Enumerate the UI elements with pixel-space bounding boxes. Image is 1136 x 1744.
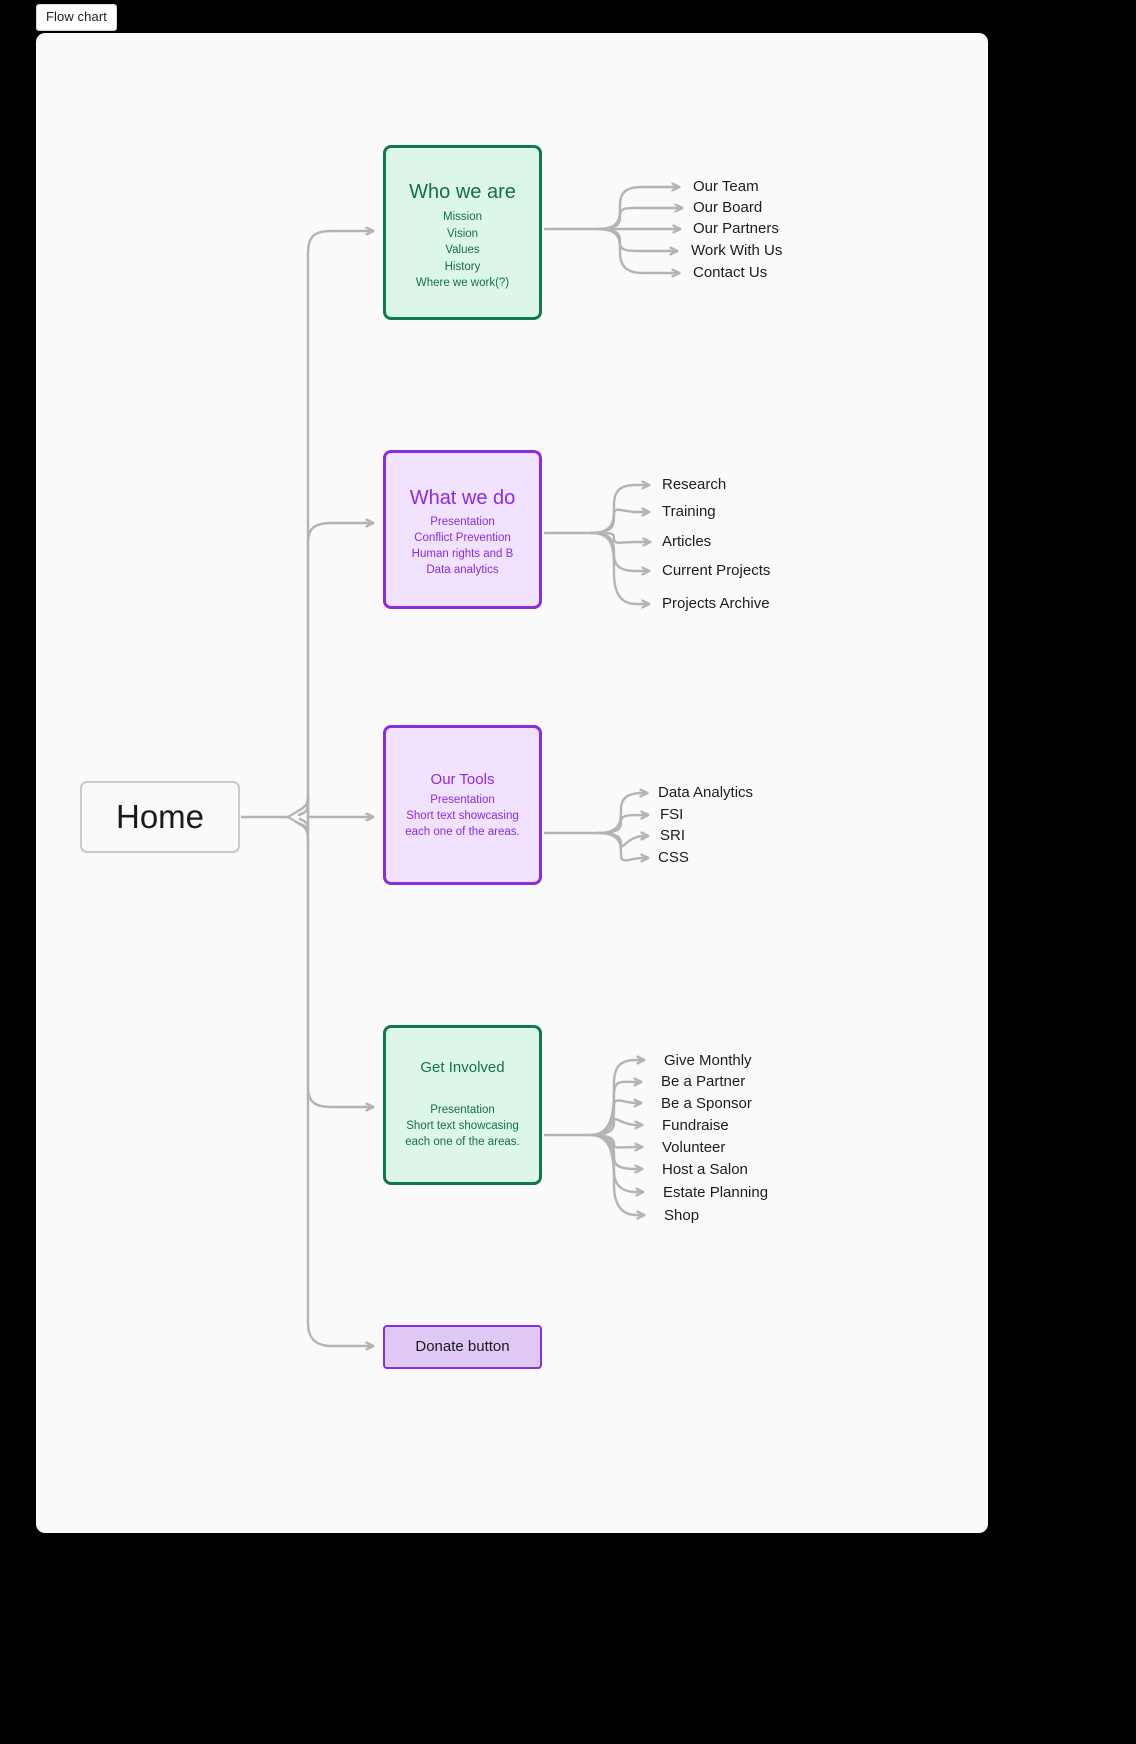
leaf-training[interactable]: Training [662, 503, 716, 520]
leaf-fsi[interactable]: FSI [660, 806, 684, 823]
node-donate-button-label: Donate button [415, 1338, 510, 1355]
node-what-we-do-line-2: Conflict Prevention [414, 532, 511, 544]
leaf-estate-planning[interactable]: Estate Planning [663, 1184, 769, 1201]
node-our-tools-line-2: Short text showcasing [406, 810, 519, 822]
leaf-give-monthly[interactable]: Give Monthly [664, 1052, 752, 1069]
node-home[interactable]: Home [80, 781, 240, 853]
node-get-involved-line-3: each one of the areas. [405, 1136, 520, 1148]
leaf-research[interactable]: Research [662, 476, 727, 493]
leaf-our-partners[interactable]: Our Partners [693, 220, 779, 237]
leaf-volunteer[interactable]: Volunteer [662, 1139, 726, 1156]
leaf-our-board[interactable]: Our Board [693, 199, 763, 216]
node-what-we-do-line-4: Data analytics [426, 564, 499, 576]
node-what-we-do-line-3: Human rights and B [411, 548, 514, 560]
node-who-we-are-title: Who we are [409, 181, 516, 204]
node-get-involved-line-1: Presentation [430, 1104, 495, 1116]
node-donate-button[interactable]: Donate button [383, 1325, 542, 1369]
leaf-be-a-partner[interactable]: Be a Partner [661, 1073, 746, 1090]
leaf-css[interactable]: CSS [658, 849, 689, 866]
node-our-tools-line-3: each one of the areas. [405, 826, 520, 838]
leaf-our-team[interactable]: Our Team [693, 178, 759, 195]
node-home-label: Home [115, 798, 205, 835]
leaf-host-a-salon[interactable]: Host a Salon [662, 1161, 748, 1178]
node-who-we-are[interactable]: Who we are Mission Vision Values History… [383, 145, 542, 320]
node-what-we-do-line-1: Presentation [430, 516, 495, 528]
leaf-projects-archive[interactable]: Projects Archive [662, 595, 770, 612]
diagram-canvas[interactable]: Home Who we are Mission Vision Values Hi… [36, 33, 988, 1533]
node-our-tools-line-1: Presentation [430, 794, 495, 806]
node-what-we-do[interactable]: What we do Presentation Conflict Prevent… [383, 450, 542, 609]
node-who-we-are-line-4: History [444, 260, 481, 273]
node-who-we-are-line-2: Vision [446, 227, 479, 240]
node-who-we-are-line-3: Values [445, 244, 480, 257]
node-who-we-are-line-1: Mission [443, 211, 482, 224]
node-get-involved-title: Get Involved [420, 1059, 505, 1076]
node-who-we-are-line-5: Where we work(?) [415, 277, 510, 290]
node-our-tools[interactable]: Our Tools Presentation Short text showca… [383, 725, 542, 885]
leaf-current-projects[interactable]: Current Projects [662, 562, 771, 579]
node-get-involved-line-2: Short text showcasing [406, 1120, 519, 1132]
leaf-fundraise[interactable]: Fundraise [662, 1117, 729, 1134]
leaf-articles[interactable]: Articles [662, 533, 712, 550]
node-get-involved[interactable]: Get Involved Presentation Short text sho… [383, 1025, 542, 1185]
node-what-we-do-title: What we do [409, 487, 516, 509]
leaf-sri[interactable]: SRI [660, 827, 686, 844]
leaf-be-a-sponsor[interactable]: Be a Sponsor [661, 1095, 752, 1112]
leaf-contact-us[interactable]: Contact Us [693, 264, 768, 281]
leaf-work-with-us[interactable]: Work With Us [691, 242, 783, 259]
leaf-shop[interactable]: Shop [664, 1207, 700, 1224]
tab-flow-chart[interactable]: Flow chart [36, 4, 117, 31]
node-our-tools-title: Our Tools [430, 771, 495, 788]
leaf-data-analytics[interactable]: Data Analytics [658, 784, 754, 801]
edge-layer [240, 33, 988, 1533]
